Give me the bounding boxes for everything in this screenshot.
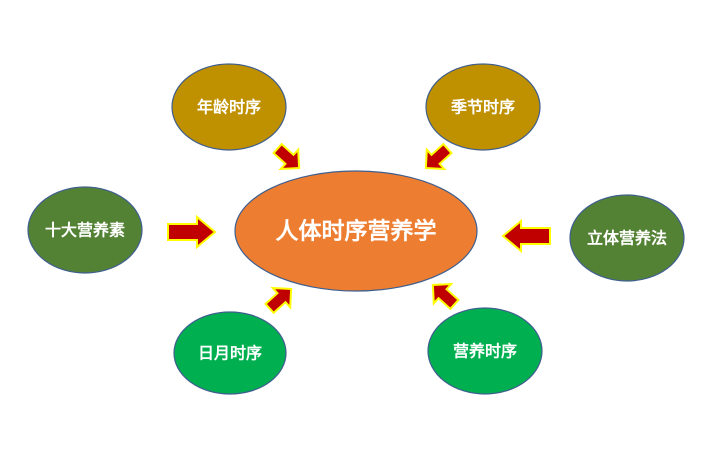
node-nutrition: 营养时序 (427, 307, 543, 395)
node-nutrition-label: 营养时序 (453, 342, 517, 361)
arrow-age-to-center (272, 142, 301, 171)
node-stereo: 立体营养法 (569, 194, 685, 282)
node-sunmoon-shape (173, 311, 287, 395)
arrow-sunmoon-to-center (264, 286, 293, 315)
node-sunmoon-label: 日月时序 (198, 344, 262, 363)
node-season-shape (425, 63, 541, 151)
arrow-season-to-center (424, 142, 453, 171)
center-node-shape (234, 170, 478, 292)
node-stereo-label: 立体营养法 (587, 229, 667, 248)
node-age-label: 年龄时序 (197, 98, 261, 117)
arrow-stereo-to-center (501, 218, 551, 254)
node-nutrients: 十大营养素 (27, 186, 143, 274)
node-stereo-shape (569, 194, 685, 282)
center-node-label: 人体时序营养学 (276, 218, 437, 245)
node-nutrients-shape (27, 186, 143, 274)
center-node: 人体时序营养学 (234, 170, 478, 292)
arrow-nutrition-to-center (431, 282, 460, 311)
node-nutrition-shape (427, 307, 543, 395)
node-season: 季节时序 (425, 63, 541, 151)
node-sunmoon: 日月时序 (173, 311, 287, 395)
arrow-nutrients-to-center (167, 214, 217, 250)
node-age: 年龄时序 (171, 63, 287, 151)
node-season-label: 季节时序 (450, 98, 515, 117)
node-age-shape (171, 63, 287, 151)
node-nutrients-label: 十大营养素 (45, 221, 125, 240)
